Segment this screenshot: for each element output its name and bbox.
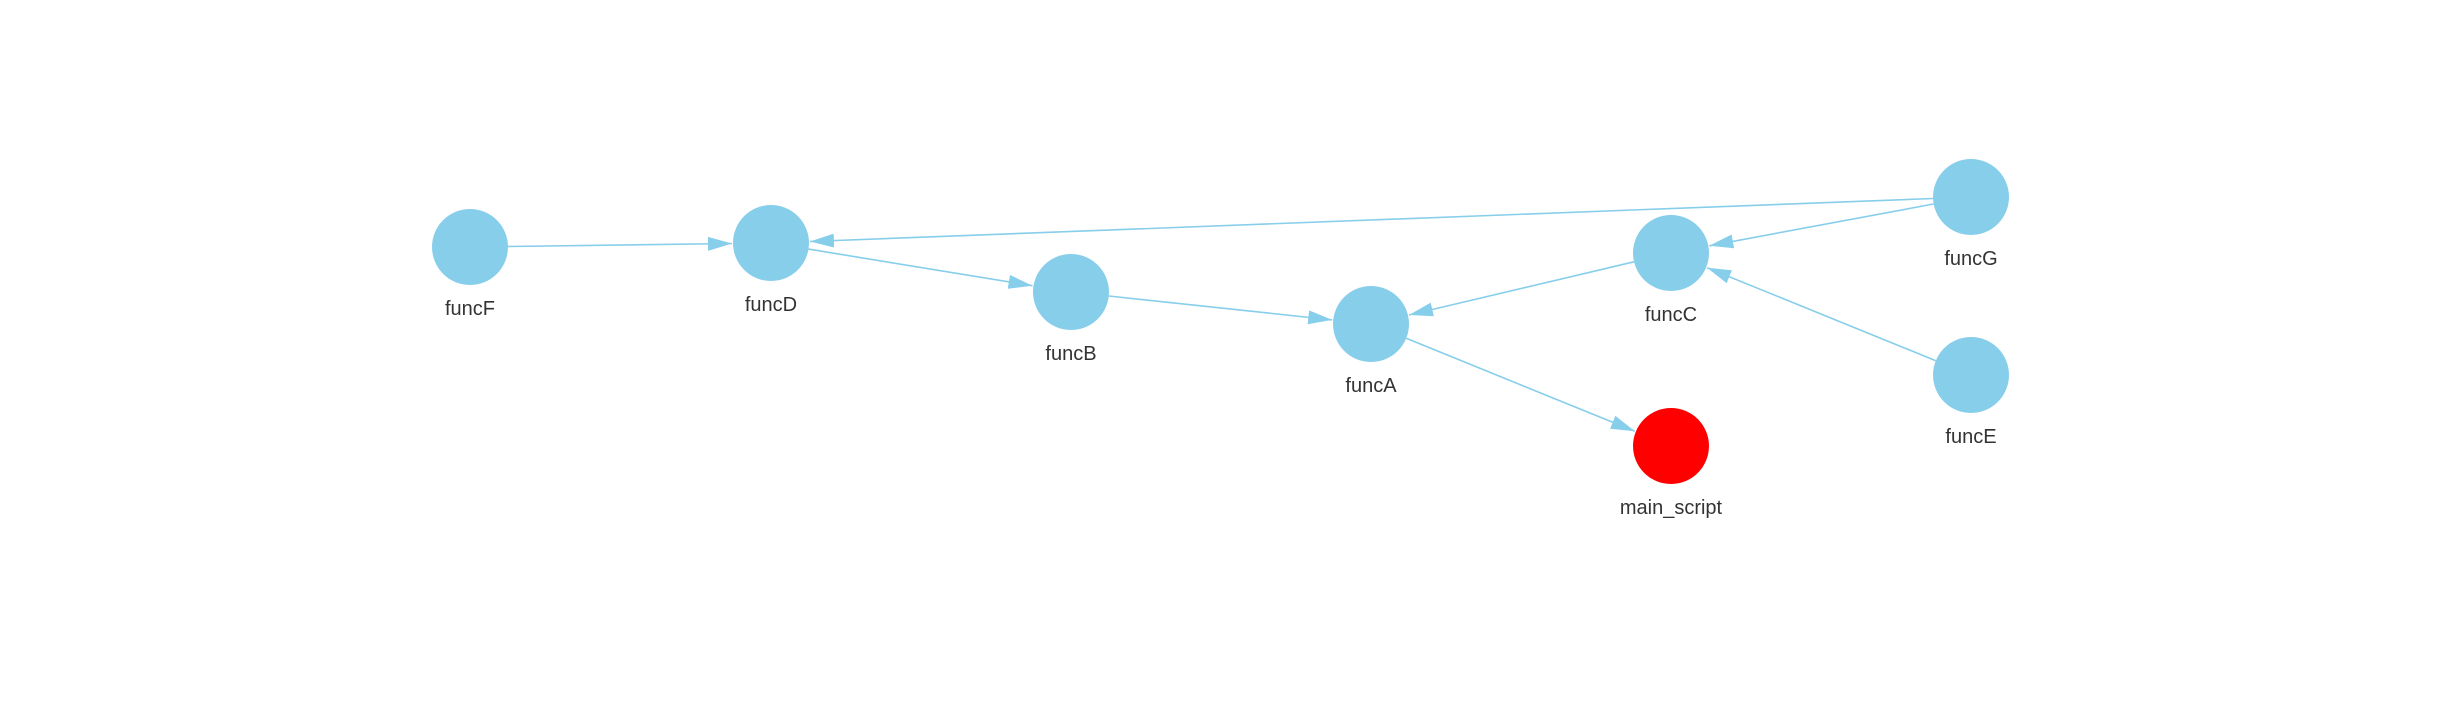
node-label-funcF: funcF bbox=[445, 298, 495, 320]
node-funcC[interactable] bbox=[1633, 215, 1709, 291]
edge-funcC-to-funcA bbox=[1408, 261, 1635, 317]
edge-funcA-to-main_script bbox=[1405, 337, 1636, 433]
node-label-funcA: funcA bbox=[1345, 375, 1397, 397]
edge-funcD-to-funcB bbox=[808, 248, 1033, 289]
edge-funcB-to-funcA bbox=[1108, 295, 1333, 325]
node-funcB[interactable] bbox=[1033, 254, 1109, 330]
node-label-funcB: funcB bbox=[1045, 343, 1096, 365]
node-funcF[interactable] bbox=[432, 209, 508, 285]
node-funcA[interactable] bbox=[1333, 286, 1409, 362]
edge-funcF-to-funcD bbox=[507, 236, 733, 251]
node-label-main_script: main_script bbox=[1620, 497, 1723, 519]
node-label-funcE: funcE bbox=[1945, 426, 1996, 448]
node-funcD[interactable] bbox=[733, 205, 809, 281]
node-label-funcG: funcG bbox=[1944, 248, 1997, 270]
edge-funcG-to-funcC bbox=[1709, 203, 1934, 249]
node-label-funcD: funcD bbox=[745, 294, 797, 316]
edge-funcE-to-funcC bbox=[1706, 266, 1937, 362]
node-main_script[interactable] bbox=[1633, 408, 1709, 484]
labels-layer: funcF funcD funcB funcA funcC funcG funcE main_… bbox=[445, 248, 1998, 519]
nodes-layer bbox=[432, 159, 2009, 484]
edge-funcG-to-funcD bbox=[809, 197, 1934, 248]
node-funcG[interactable] bbox=[1933, 159, 2009, 235]
node-funcE[interactable] bbox=[1933, 337, 2009, 413]
node-label-funcC: funcC bbox=[1645, 304, 1697, 326]
edges-layer bbox=[507, 197, 1937, 433]
